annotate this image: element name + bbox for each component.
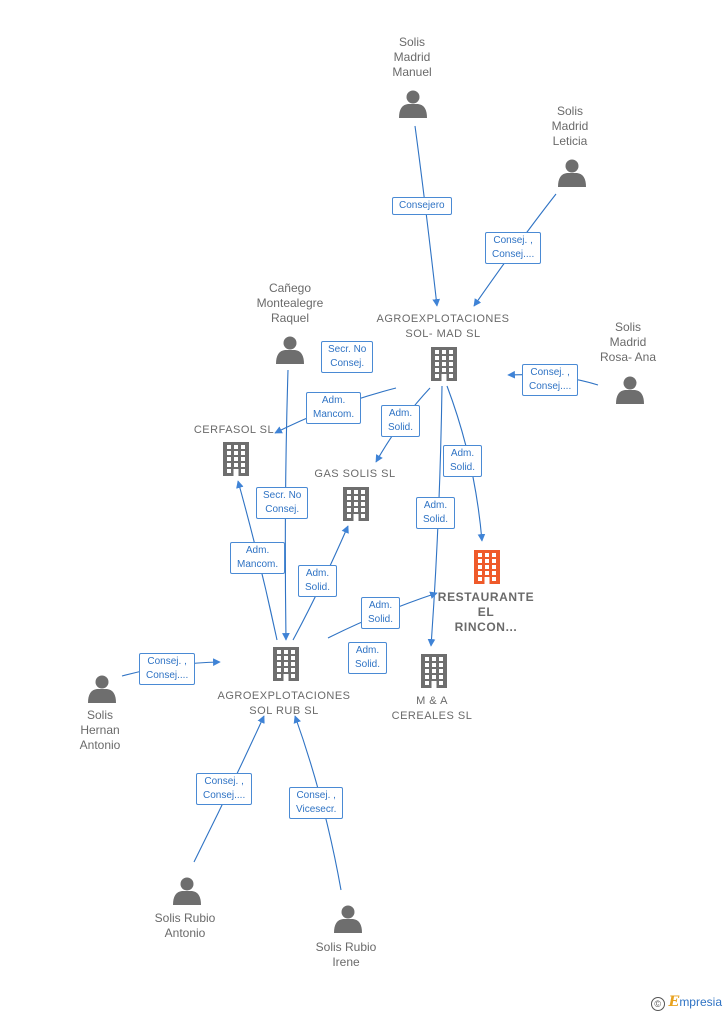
building-icon-restaurante[interactable]	[474, 550, 500, 584]
building-icon-agro_rub[interactable]	[273, 647, 299, 681]
person-icon-hernan[interactable]	[88, 675, 116, 704]
edge-label-canego-to-agro_rub[interactable]: Secr. No Consej.	[256, 487, 309, 519]
node-label-agro_rub[interactable]: AGROEXPLOTACIONES SOL RUB SL	[217, 690, 351, 717]
node-label-restaurante[interactable]: RESTAURANTE EL RINCON...	[437, 590, 535, 634]
edge-label-agro_rub-to-cerfasol[interactable]: Adm. Mancom.	[230, 542, 286, 574]
building-icon-cerfasol[interactable]	[223, 442, 249, 476]
person-icon-rosa_ana[interactable]	[616, 376, 644, 405]
edge-label-agro_rub-to-restaurante[interactable]: Adm. Solid.	[361, 597, 401, 629]
node-label-mya[interactable]: M & A CEREALES SL	[391, 695, 473, 722]
node-label-rosa_ana[interactable]: Solis Madrid Rosa- Ana	[599, 320, 657, 364]
edge-label-madrid_leticia-to-agro_mad[interactable]: Consej. , Consej....	[485, 232, 542, 264]
edge-label-madrid_manuel-to-agro_mad[interactable]: Consejero	[392, 197, 452, 215]
building-icon-gas_solis[interactable]	[343, 487, 369, 521]
edge-label-agro_rub-to-gas_solis[interactable]: Adm. Solid.	[298, 565, 338, 597]
node-label-cerfasol[interactable]: CERFASOL SL	[193, 424, 275, 436]
person-icon-rubio_irene[interactable]	[334, 905, 362, 934]
node-label-madrid_manuel[interactable]: Solis Madrid Manuel	[392, 35, 432, 79]
edge-madrid_manuel-to-agro_mad	[414, 125, 441, 307]
node-label-canego[interactable]: Cañego Montealegre Raquel	[256, 281, 324, 325]
edge-label-agro_rub-to-mya[interactable]: Adm. Solid.	[348, 642, 388, 674]
building-icon-agro_mad[interactable]	[431, 347, 457, 381]
edge-label-agro_mad-to-cerfasol[interactable]: Adm. Mancom.	[306, 392, 362, 424]
edge-label-hernan-to-agro_rub[interactable]: Consej. , Consej....	[139, 653, 196, 685]
node-label-rubio_irene[interactable]: Solis Rubio Irene	[315, 940, 377, 969]
person-icon-rubio_antonio[interactable]	[173, 877, 201, 906]
edge-label-agro_mad-to-mya[interactable]: Adm. Solid.	[416, 497, 456, 529]
node-label-gas_solis[interactable]: GAS SOLIS SL	[314, 468, 396, 480]
edge-label-agro_mad-to-restaurante[interactable]: Adm. Solid.	[443, 445, 483, 477]
copyright-icon: ©	[650, 997, 665, 1011]
edge-label-rubio_antonio-to-agro_rub[interactable]: Consej. , Consej....	[196, 773, 253, 805]
edge-label-rosa_ana-to-agro_mad[interactable]: Consej. , Consej....	[522, 364, 579, 396]
node-label-hernan[interactable]: Solis Hernan Antonio	[79, 708, 121, 752]
edge-label-rubio_irene-to-agro_rub[interactable]: Consej. , Vicesecr.	[289, 787, 344, 819]
node-label-agro_mad[interactable]: AGROEXPLOTACIONES SOL- MAD SL	[376, 313, 510, 340]
edge-label-agro_mad-to-gas_solis[interactable]: Adm. Solid.	[381, 405, 421, 437]
person-icon-madrid_leticia[interactable]	[558, 159, 586, 188]
node-label-madrid_leticia[interactable]: Solis Madrid Leticia	[551, 104, 589, 148]
edge-label-canego-to-agro_mad[interactable]: Secr. No Consej.	[321, 341, 374, 373]
person-icon-madrid_manuel[interactable]	[399, 90, 427, 119]
node-label-rubio_antonio[interactable]: Solis Rubio Antonio	[154, 911, 216, 940]
person-icon-canego[interactable]	[276, 336, 304, 365]
brand-logo: ©Empresia	[650, 994, 722, 1011]
building-icon-mya[interactable]	[421, 654, 447, 688]
